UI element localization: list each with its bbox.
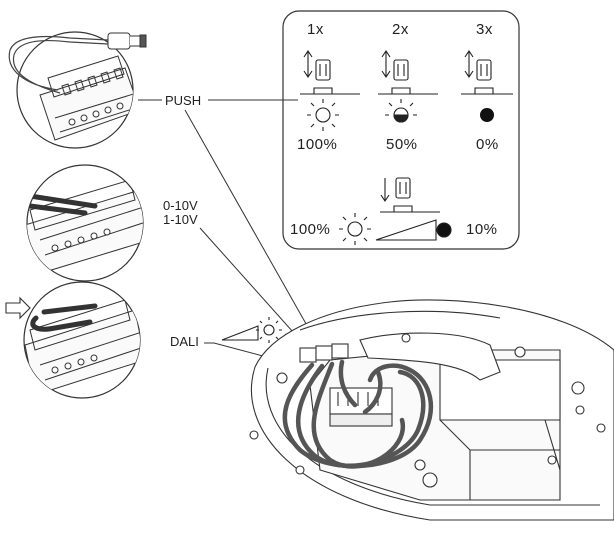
press-count-2x: 2x bbox=[392, 21, 409, 38]
dark-dot-icon bbox=[480, 108, 494, 122]
hold-range-start: 100% bbox=[290, 221, 331, 238]
press-count-1x: 1x bbox=[307, 21, 324, 38]
push-label: PUSH bbox=[165, 93, 202, 108]
voltage-1-10-label: 1-10V bbox=[163, 212, 198, 227]
detail-0-10v-wiring bbox=[26, 164, 144, 282]
arrow-icon bbox=[5, 296, 31, 320]
push-button-icon bbox=[300, 50, 513, 213]
dali-dim-icon bbox=[221, 317, 282, 343]
level-0: 0% bbox=[476, 136, 499, 153]
press-count-3x: 3x bbox=[476, 21, 493, 38]
hold-range-end: 10% bbox=[466, 221, 498, 238]
detail-dali-wiring bbox=[5, 281, 141, 399]
level-100: 100% bbox=[297, 136, 338, 153]
sun-half-icon bbox=[385, 99, 417, 123]
dali-cables bbox=[282, 359, 434, 469]
detail-push-wiring bbox=[8, 31, 147, 149]
level-50: 50% bbox=[386, 136, 418, 153]
dim-ramp-icon bbox=[339, 213, 452, 245]
voltage-0-10-label: 0-10V bbox=[163, 198, 198, 213]
dali-label: DALI bbox=[170, 334, 199, 349]
push-instruction-panel bbox=[282, 10, 520, 250]
sun-full-icon bbox=[307, 99, 339, 131]
